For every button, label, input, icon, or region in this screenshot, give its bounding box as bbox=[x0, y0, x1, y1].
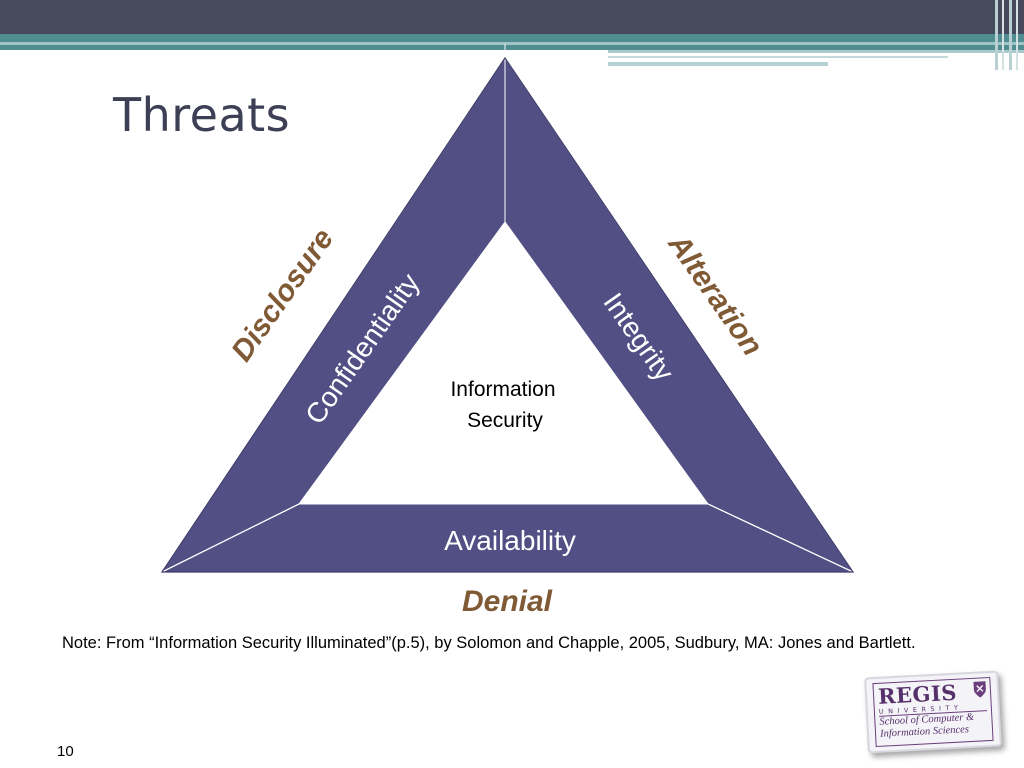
shield-icon bbox=[973, 681, 986, 698]
header-bar-dark bbox=[0, 0, 1024, 34]
regis-university-logo: REGIS UNIVERSITY School of Computer & In… bbox=[864, 670, 1002, 754]
logo-frame: REGIS UNIVERSITY School of Computer & In… bbox=[872, 676, 994, 748]
header-decoration bbox=[0, 0, 1024, 70]
triangle-band bbox=[160, 44, 855, 574]
center-label-line2: Security bbox=[467, 409, 543, 432]
denial-label: Denial bbox=[462, 585, 553, 618]
availability-label: Availability bbox=[444, 525, 576, 556]
center-label-line1: Information bbox=[450, 378, 555, 401]
slide-title: Threats bbox=[113, 88, 291, 142]
citation-note: Note: From “Information Security Illumin… bbox=[62, 634, 916, 652]
page-number: 10 bbox=[57, 743, 74, 760]
